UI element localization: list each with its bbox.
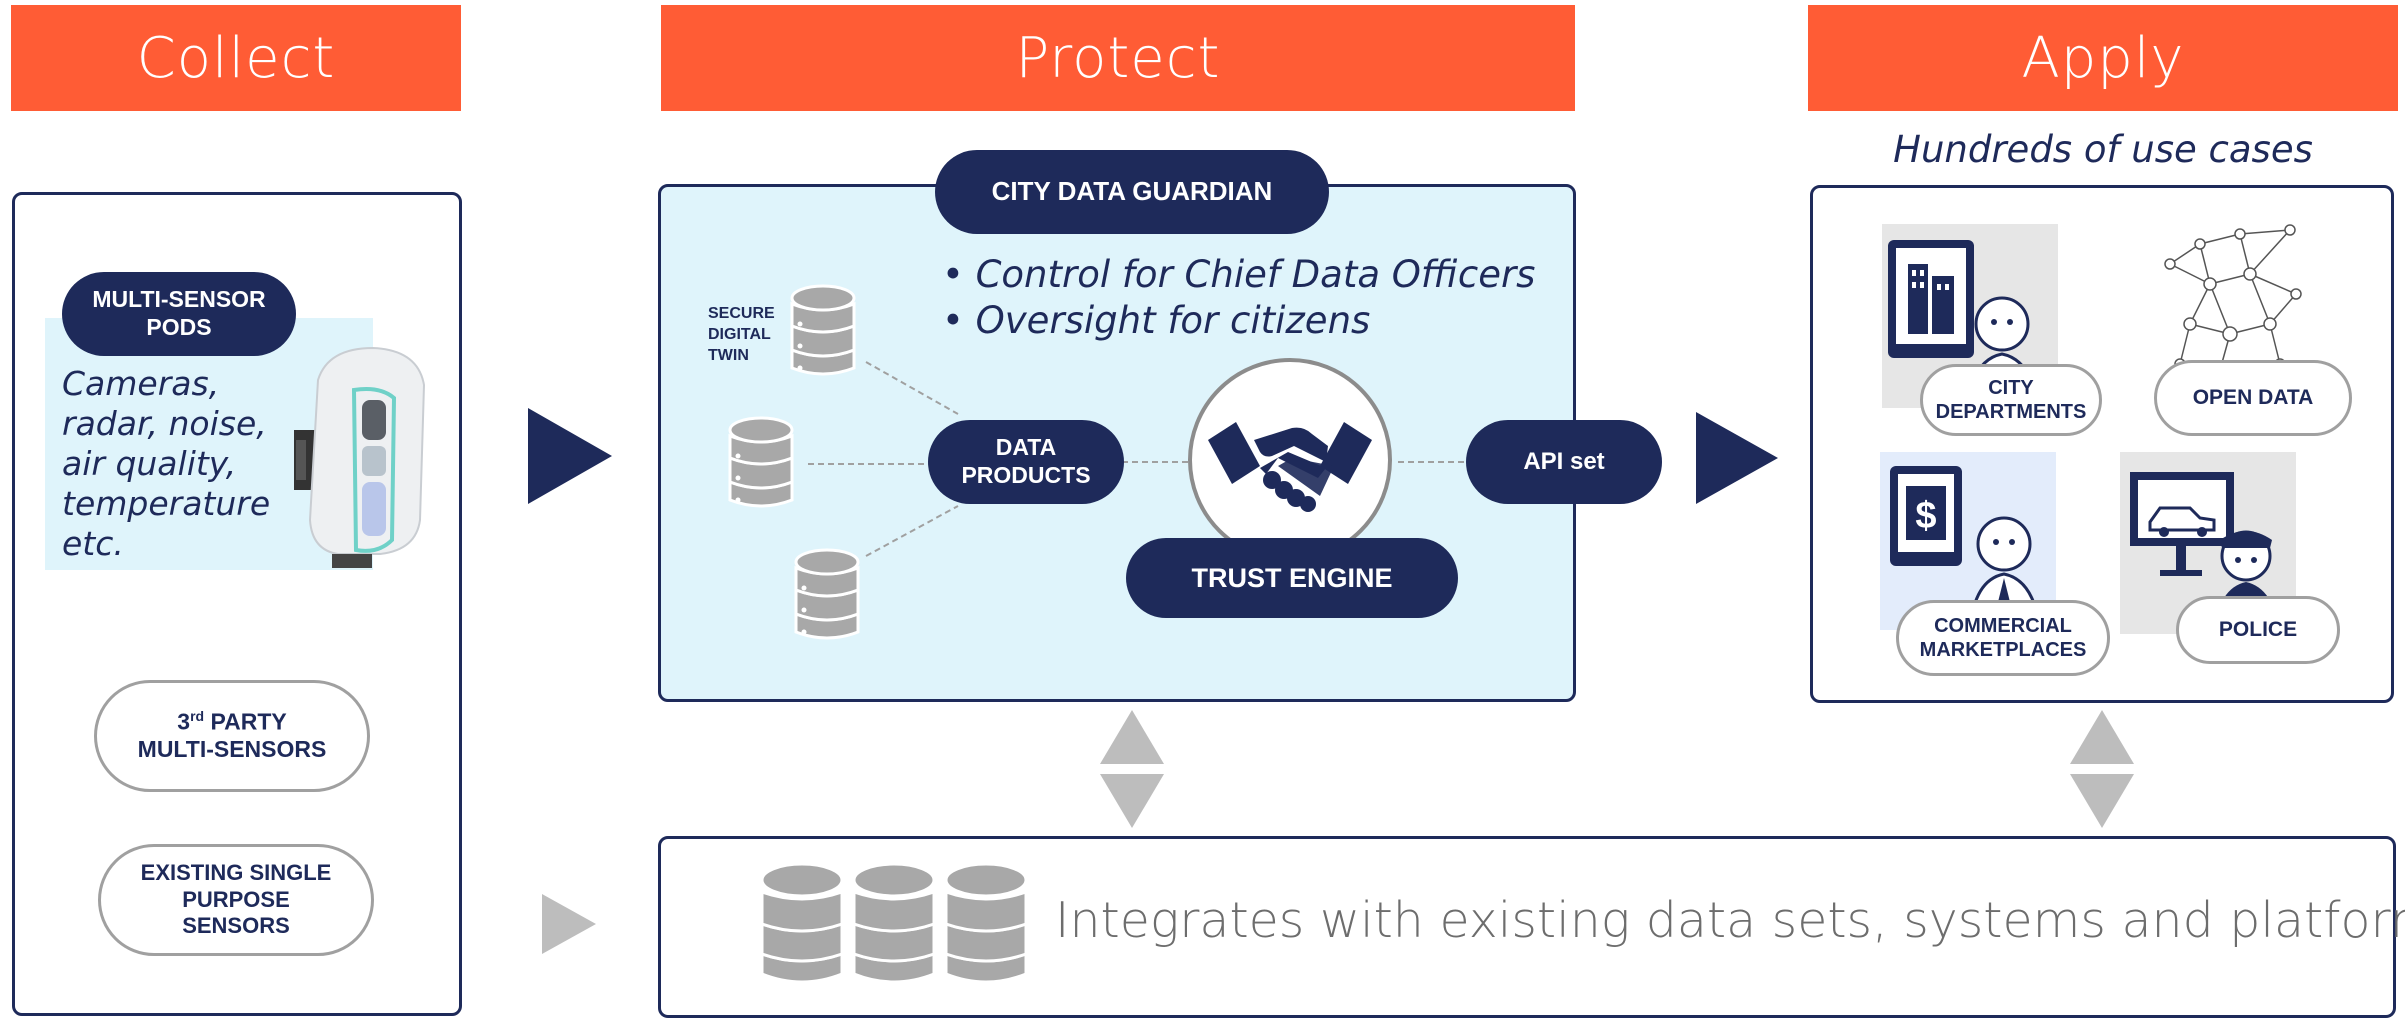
handshake-icon bbox=[1208, 422, 1372, 512]
protect-connectors bbox=[808, 361, 1466, 557]
api-set-label: API set bbox=[1466, 420, 1662, 504]
city-data-guardian-label: CITY DATA GUARDIAN bbox=[935, 150, 1329, 234]
trust-engine-label: TRUST ENGINE bbox=[1126, 538, 1458, 618]
existing-sensors-label: EXISTING SINGLE PURPOSE SENSORS bbox=[98, 844, 374, 956]
arrow-existing-to-integrate-icon bbox=[542, 894, 596, 954]
open-data-label: OPEN DATA bbox=[2154, 360, 2352, 436]
arrow-protect-to-apply-icon bbox=[1696, 412, 1778, 504]
pods-description: Cameras, radar, noise, air quality, temp… bbox=[62, 364, 271, 563]
apply-subtitle: Hundreds of use cases bbox=[1893, 128, 2313, 171]
header-apply: Apply bbox=[1808, 5, 2398, 111]
svg-text:$: $ bbox=[1915, 495, 1936, 537]
header-collect: Collect bbox=[11, 5, 461, 111]
sensor-pod-device-icon bbox=[294, 346, 426, 568]
database-icon bbox=[728, 416, 794, 508]
database-icon bbox=[790, 284, 856, 376]
police-label: POLICE bbox=[2176, 596, 2340, 664]
secure-digital-twin-label: SECURE DIGITAL TWIN bbox=[708, 305, 775, 364]
bidirectional-arrow-icon bbox=[2070, 710, 2134, 828]
bidirectional-arrow-icon bbox=[1100, 710, 1164, 828]
open-data-network-icon bbox=[2164, 224, 2302, 374]
integrates-text: Integrates with existing data sets, syst… bbox=[1055, 892, 2405, 949]
arrow-collect-to-protect-icon bbox=[528, 408, 612, 504]
guardian-bullets: • Control for Chief Data Officers • Over… bbox=[942, 253, 1536, 342]
database-icon bbox=[794, 548, 860, 640]
multi-sensor-pods-label: MULTI-SENSOR PODS bbox=[62, 272, 296, 356]
header-protect: Protect bbox=[661, 5, 1575, 111]
databases-icon bbox=[760, 862, 1028, 984]
third-party-sensors-label: 3rd PARTY MULTI-SENSORS bbox=[94, 680, 370, 792]
